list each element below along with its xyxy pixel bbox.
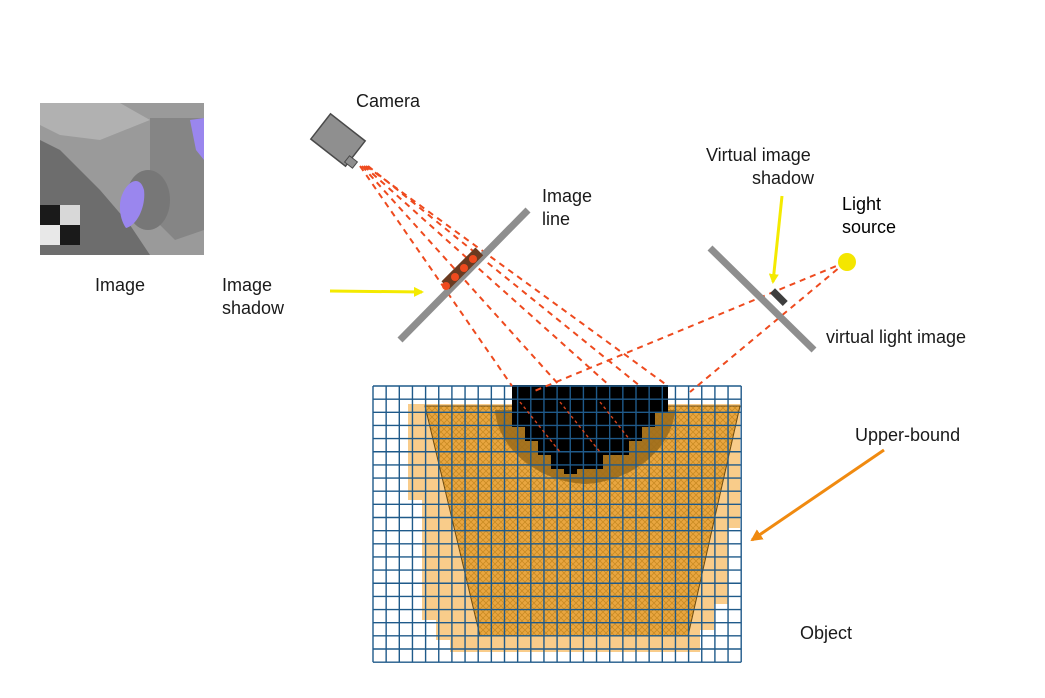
virtual-shadow-arrow — [768, 195, 784, 284]
image-shadow-arrow — [329, 286, 424, 297]
camera-rays — [359, 165, 669, 387]
virtual-image-line — [707, 245, 817, 353]
rendered-image-thumbnail — [40, 103, 204, 255]
camera-icon — [309, 112, 367, 169]
camera-label: Camera — [356, 91, 421, 111]
image-line — [397, 207, 531, 343]
upper-bound-label: Upper-bound — [855, 425, 960, 445]
virtual-light-image-label: virtual light image — [826, 327, 966, 347]
image-shadow-label-1: Image — [222, 275, 272, 295]
object-voxel-grid — [372, 385, 742, 663]
light-rays — [531, 261, 847, 393]
light-source-icon — [838, 253, 856, 271]
virtual-shadow-label-1: Virtual image — [706, 145, 811, 165]
grid-lines — [372, 385, 742, 663]
image-line-label-2: line — [542, 209, 570, 229]
camera-rays-inner — [519, 401, 631, 453]
virtual-shadow-segment — [770, 288, 788, 306]
upper-bound-arrow — [750, 448, 885, 542]
object-label: Object — [800, 623, 852, 643]
image-line-label-1: Image — [542, 186, 592, 206]
virtual-shadow-label-2: shadow — [752, 168, 815, 188]
light-source-label-1: Light — [842, 194, 881, 214]
image-shadow-label-2: shadow — [222, 298, 285, 318]
image-shadow-segment — [441, 247, 484, 290]
light-source-label-2: source — [842, 217, 896, 237]
image-label: Image — [95, 275, 145, 295]
